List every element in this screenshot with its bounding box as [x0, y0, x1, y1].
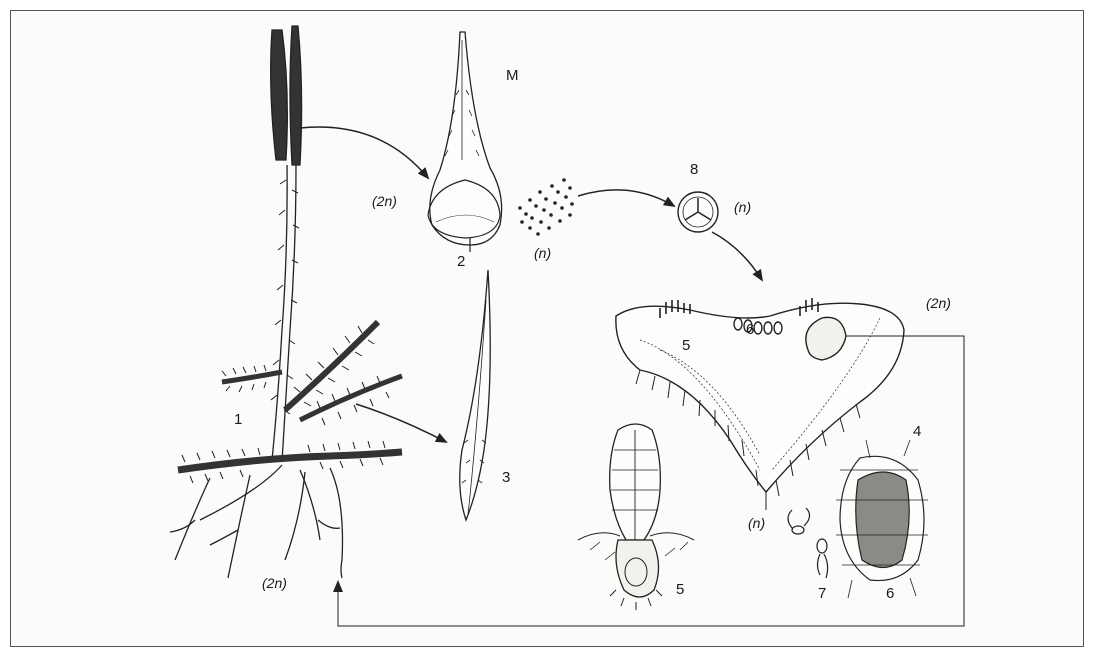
arrow-strobilus-to-sporophyll	[300, 127, 428, 178]
ploidy-spore: (n)	[734, 200, 751, 215]
label-5-archegonium: 5	[676, 582, 684, 597]
label-1: 1	[234, 412, 242, 427]
label-7: 7	[818, 586, 826, 601]
label-5-prothallus: 5	[682, 338, 690, 353]
label-m: M	[506, 68, 519, 83]
arrow-spores-to-spore	[578, 190, 674, 206]
antheridium	[836, 440, 928, 598]
spore-cluster	[518, 178, 574, 236]
label-6-prothallus: 6	[746, 322, 754, 337]
label-8: 8	[690, 162, 698, 177]
ploidy-prothallus: (n)	[748, 516, 765, 531]
ploidy-spores: (n)	[534, 246, 551, 261]
arrow-spore-to-prothallus	[712, 232, 762, 280]
spore-tetrad-mark	[678, 192, 718, 232]
ploidy-sporophyll: (2n)	[372, 194, 397, 209]
spermatozoids	[788, 508, 828, 578]
arrow-branch-to-leaf	[356, 404, 446, 442]
label-6-antheridium: 6	[886, 586, 894, 601]
sterile-leaf	[460, 270, 491, 520]
ploidy-plant: (2n)	[262, 576, 287, 591]
ploidy-embryo: (2n)	[926, 296, 951, 311]
label-3: 3	[502, 470, 510, 485]
label-2: 2	[457, 254, 465, 269]
label-4: 4	[913, 424, 921, 439]
sporophyll	[428, 32, 502, 252]
lycopodium-plant	[170, 26, 402, 578]
